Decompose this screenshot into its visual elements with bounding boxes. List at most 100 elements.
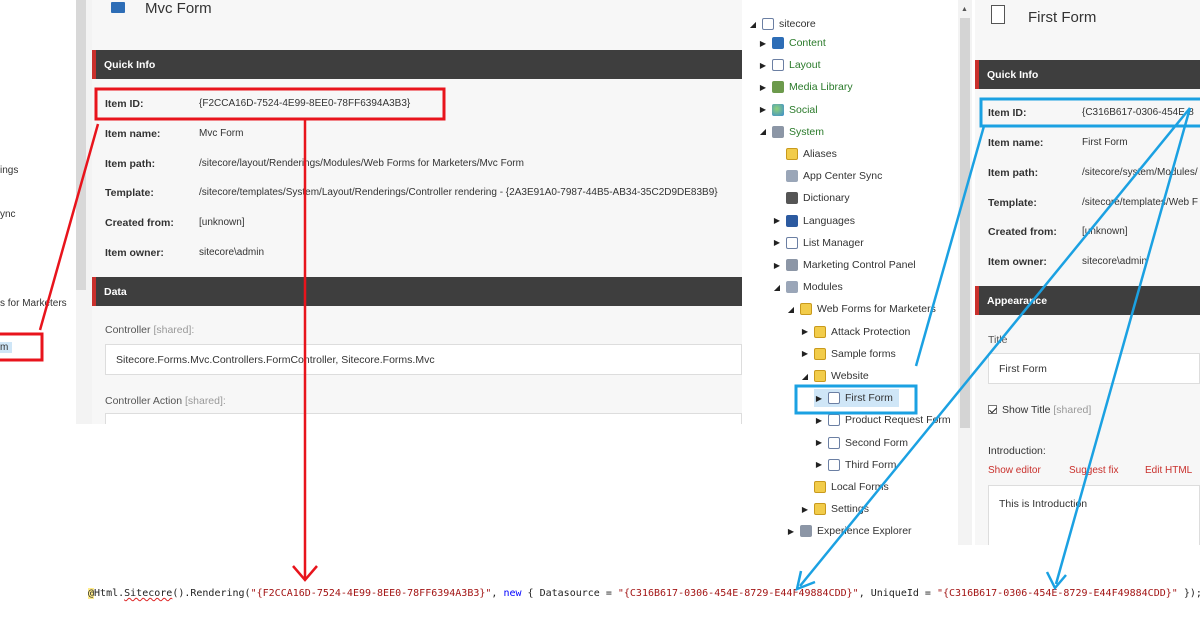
expand-arrow-icon[interactable]: ▶ [759, 82, 767, 92]
tree-item-settings[interactable]: ▶Settings [800, 500, 869, 518]
quick-info-header[interactable]: Quick Info [92, 50, 742, 79]
tree-item-attack-protection[interactable]: ▶ Attack Protection [800, 323, 910, 341]
expand-arrow-icon[interactable]: ▶ [815, 415, 823, 425]
tree-item-sample-forms[interactable]: ▶ Sample forms [800, 345, 896, 363]
tree-item-system[interactable]: ◢ System [758, 123, 824, 141]
tree-item-experience-explorer[interactable]: ▶Experience Explorer [786, 522, 912, 540]
expand-arrow-icon[interactable]: ▶ [815, 460, 823, 470]
tree-item-label: Third Form [845, 458, 897, 471]
media-library-icon [772, 81, 784, 94]
code-at-symbol: @ [88, 588, 95, 599]
tree-item-product-request-form[interactable]: ▶Product Request Form [814, 411, 951, 429]
collapse-arrow-icon[interactable]: ◢ [801, 371, 809, 381]
blue-uniqueid-arrowhead-icon [1045, 571, 1067, 591]
tree-item-second-form[interactable]: ▶Second Form [814, 434, 908, 452]
tree-item-label: Content [789, 37, 826, 49]
tree-item-label: System [789, 125, 825, 138]
expand-arrow-icon[interactable]: ▶ [759, 105, 767, 115]
collapse-arrow-icon[interactable]: ◢ [773, 282, 781, 292]
tree-item-label: Marketing Control Panel [803, 259, 916, 271]
expand-arrow-icon[interactable]: ▶ [773, 216, 781, 226]
tree-item-list-manager[interactable]: ▶ List Manager [772, 234, 864, 252]
left-tree-fragment[interactable]: ings [0, 165, 19, 176]
tree-item-dictionary[interactable]: Dictionary [772, 189, 850, 207]
controller-action-input[interactable] [105, 413, 742, 424]
created-from-value: [unknown] [199, 217, 245, 228]
form-icon [828, 414, 840, 427]
rendering-icon [111, 2, 125, 13]
tree-scrollbar-thumb[interactable] [960, 18, 970, 428]
tree-item-label: Local Forms [831, 481, 889, 493]
expand-arrow-icon[interactable]: ▶ [815, 438, 823, 448]
tree-item-marketing-control-panel[interactable]: ▶ Marketing Control Panel [772, 256, 916, 274]
expand-arrow-icon[interactable]: ▶ [801, 327, 809, 337]
introduction-editor[interactable]: This is Introduction [988, 485, 1200, 545]
tree-item-modules[interactable]: ◢Modules [772, 278, 843, 296]
expand-arrow-icon[interactable]: ▶ [773, 238, 781, 248]
show-title-label: Show Title [shared] [1002, 404, 1091, 416]
tree-item-content[interactable]: ▶ Content [758, 34, 826, 52]
created-from-label: Created from: [105, 217, 174, 229]
tree-item-local-forms[interactable]: Local Forms [800, 478, 889, 496]
suggest-fix-link[interactable]: Suggest fix [1069, 465, 1119, 476]
show-editor-link[interactable]: Show editor [988, 465, 1041, 476]
controller-action-field-label: Controller Action [shared]: [105, 395, 226, 407]
controller-shared-tag: [shared]: [153, 324, 195, 336]
code-html: Html. [94, 588, 125, 599]
tree-item-website[interactable]: ◢ Website [800, 367, 869, 385]
scroll-up-arrow-icon[interactable]: ▲ [961, 6, 968, 13]
expand-arrow-icon[interactable]: ▶ [801, 349, 809, 359]
content-icon [772, 37, 784, 49]
right-page-title: First Form [1028, 9, 1097, 26]
tree-item-label: Attack Protection [831, 325, 911, 338]
item-name-label: Item name: [105, 128, 161, 140]
code-sitecore: Sitecore [124, 588, 173, 599]
expand-arrow-icon[interactable]: ▶ [815, 393, 823, 403]
data-section-header[interactable]: Data [92, 277, 742, 306]
expand-arrow-icon[interactable]: ▶ [801, 504, 809, 514]
right-item-name-value: First Form [1082, 137, 1128, 148]
folder-icon [814, 370, 826, 382]
tree-item-media-library[interactable]: ▶Media Library [758, 78, 853, 96]
item-path-value: /sitecore/layout/Renderings/Modules/Web … [199, 158, 524, 169]
expand-arrow-icon[interactable]: ▶ [759, 60, 767, 70]
collapse-arrow-icon[interactable]: ◢ [759, 127, 767, 137]
right-template-label: Template: [988, 197, 1037, 209]
right-template-value[interactable]: /sitecore/templates/Web F [1082, 197, 1198, 208]
expand-arrow-icon[interactable]: ▶ [759, 38, 767, 48]
left-tree-fragment[interactable]: s for Marketers [0, 298, 67, 309]
edit-html-link[interactable]: Edit HTML [1145, 465, 1193, 476]
left-tree-scrollbar-thumb[interactable] [76, 0, 86, 290]
collapse-arrow-icon[interactable]: ◢ [787, 304, 795, 314]
code-uniqueid-key: , UniqueId = [858, 588, 937, 599]
appearance-section-header[interactable]: Appearance [975, 286, 1200, 315]
controller-action-shared-tag: [shared]: [184, 395, 226, 407]
expand-arrow-icon[interactable]: ▶ [787, 526, 795, 536]
tree-root-sitecore[interactable]: ◢ sitecore [748, 15, 816, 33]
controller-input[interactable]: Sitecore.Forms.Mvc.Controllers.FormContr… [105, 344, 742, 375]
right-quick-info-header[interactable]: Quick Info [975, 60, 1200, 89]
expand-arrow-icon[interactable]: ▶ [773, 260, 781, 270]
left-tree-selected-fragment[interactable]: m [0, 342, 13, 353]
tree-item-app-center-sync[interactable]: App Center Sync [772, 167, 882, 185]
collapse-arrow-icon[interactable]: ◢ [749, 19, 757, 29]
tree-item-label: Website [831, 370, 869, 382]
item-path-label: Item path: [105, 158, 156, 170]
tree-item-social[interactable]: ▶Social [758, 101, 818, 119]
right-item-id-label: Item ID: [988, 107, 1027, 119]
tree-item-web-forms-for-marketers[interactable]: ◢Web Forms for Marketers [786, 300, 936, 318]
tree-item-languages[interactable]: ▶Languages [772, 212, 855, 230]
left-tree-fragment[interactable]: ync [0, 209, 16, 220]
code-suffix: }); [1177, 588, 1200, 599]
show-title-checkbox[interactable] [988, 405, 997, 414]
tree-item-label: Sample forms [831, 347, 896, 360]
tree-item-aliases[interactable]: Aliases [772, 145, 837, 163]
system-icon [772, 125, 784, 138]
tree-item-third-form[interactable]: ▶ Third Form [814, 456, 896, 474]
introduction-label: Introduction: [988, 445, 1046, 457]
template-value[interactable]: /sitecore/templates/System/Layout/Render… [199, 187, 718, 198]
tree-item-label: List Manager [803, 236, 864, 249]
title-input[interactable]: First Form [988, 353, 1200, 384]
tree-item-layout[interactable]: ▶Layout [758, 56, 821, 74]
tree-item-first-form[interactable]: ▶First Form [814, 389, 899, 408]
